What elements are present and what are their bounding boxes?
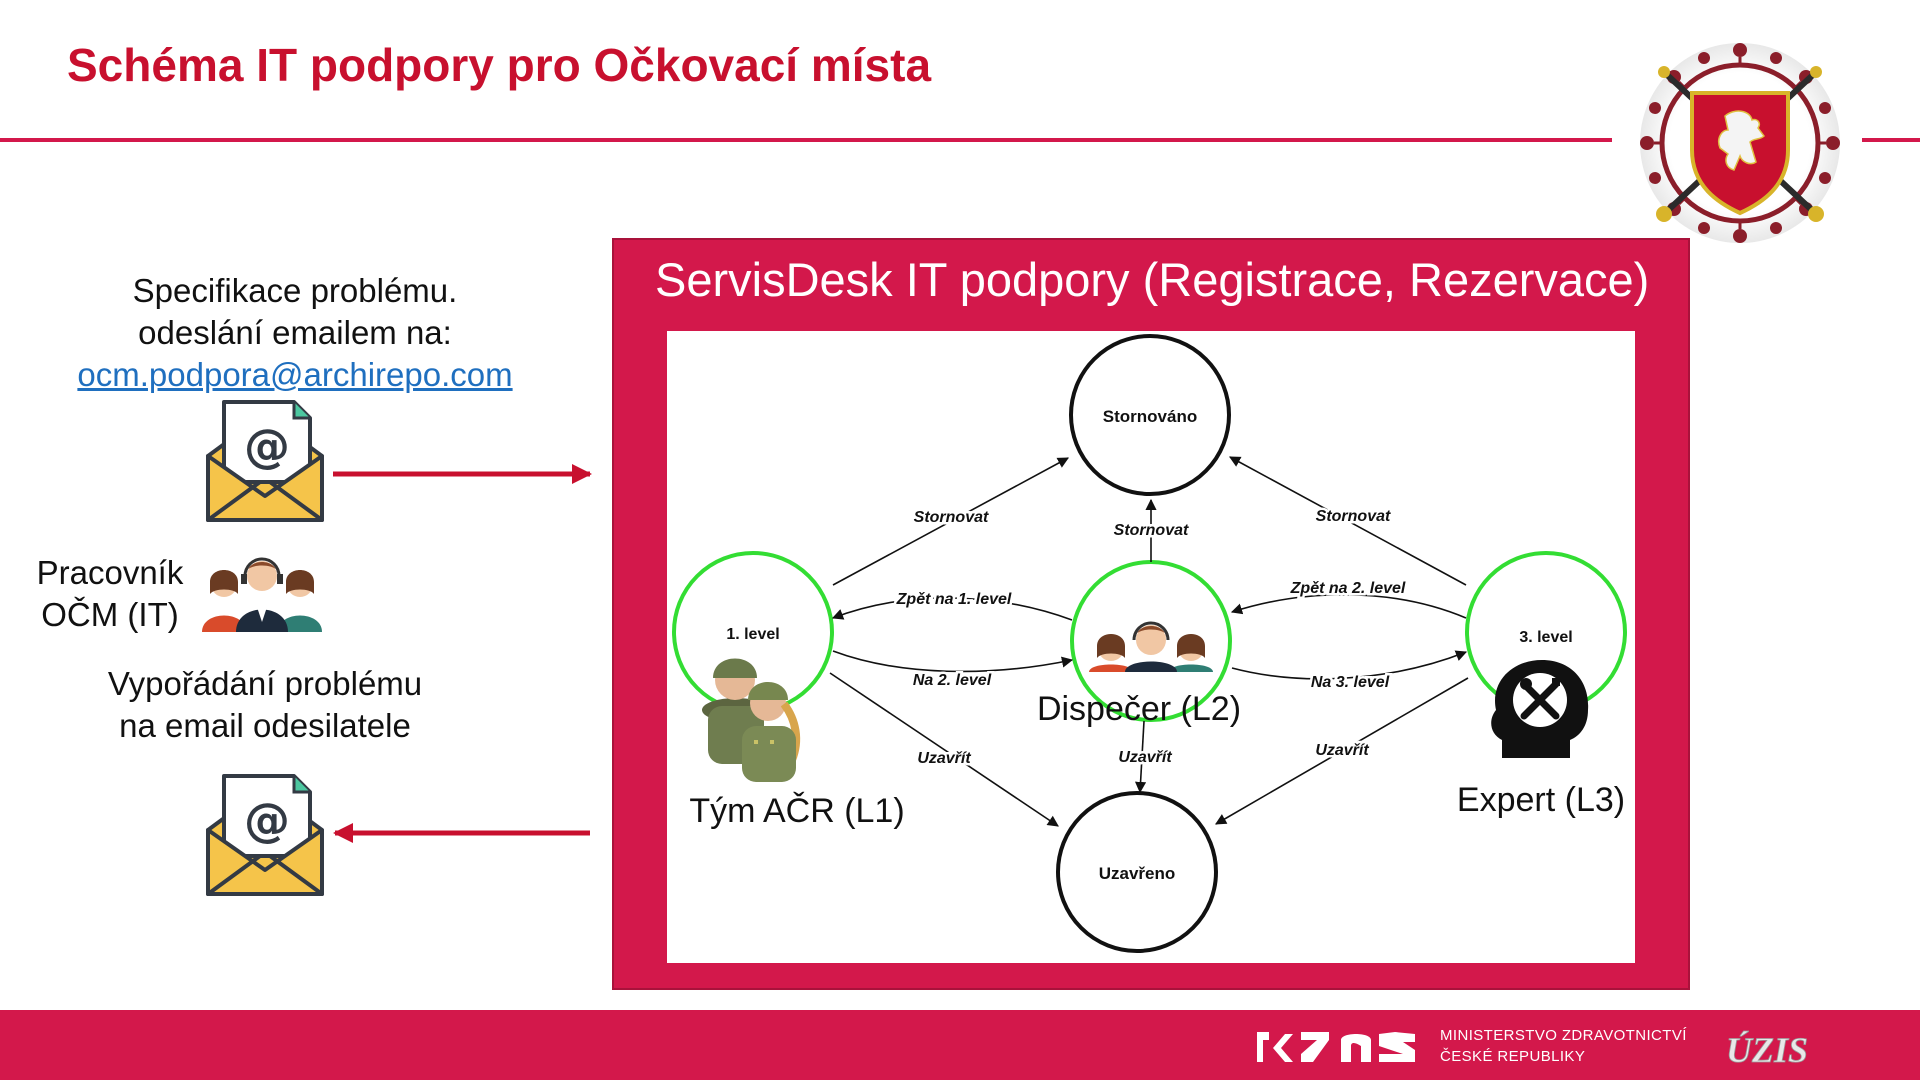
edge-na-3 (1231, 650, 1468, 680)
edge-na-2 (832, 650, 1074, 673)
label-level1: 1. level (726, 626, 779, 643)
edge-label-stornovat-mid: Stornovat (1114, 522, 1189, 539)
edge-zpet-na-1 (831, 597, 1073, 621)
resolve-line-1: Vypořádání problému (107, 665, 423, 702)
support-email-link[interactable]: ocm.podpora@archirepo.com (77, 356, 513, 393)
spec-line-2: odeslání emailem na: (138, 314, 452, 351)
edge-label-stornovat-left: Stornovat (914, 509, 989, 526)
edge-label-uzavrit-right: Uzavřít (1315, 742, 1369, 759)
edge-label-stornovat-right: Stornovat (1316, 508, 1391, 525)
label-level3: 3. level (1519, 629, 1572, 646)
svg-text:@: @ (244, 419, 290, 473)
edge-l3-stornovat (1229, 456, 1467, 586)
resolve-line-2: na email odesilatele (119, 707, 411, 744)
edge-l1-uzavrit (829, 672, 1059, 827)
expert-head-icon (1491, 660, 1589, 758)
worker-line-1: Pracovník (36, 554, 184, 591)
title-divider-right (1862, 138, 1920, 142)
title-divider (0, 138, 1612, 142)
role-label-l1: Tým AČR (L1) (689, 792, 904, 830)
uzis-logo-text: ÚZIS (1726, 1030, 1808, 1070)
role-label-l3: Expert (L3) (1457, 781, 1625, 819)
uzis-logo: ÚZIS (1726, 1030, 1809, 1071)
state-stornovano (1069, 334, 1231, 496)
edge-l3-uzavrit (1215, 677, 1469, 825)
ministry-name: MINISTERSTVO ZDRAVOTNICTVÍ ČESKÉ REPUBLI… (1440, 1025, 1687, 1067)
edge-label-zpet-na-1: Zpět na 1. level (896, 591, 1012, 608)
edge-label-na-3: Na 3. level (1311, 674, 1390, 691)
spec-line-1: Specifikace problému. (132, 272, 458, 309)
edge-l1-stornovat (832, 457, 1069, 586)
servicedesk-title: ServisDesk IT podpory (Registrace, Rezer… (655, 253, 1650, 306)
army-emblem-logo (1640, 43, 1840, 243)
footer-bar (0, 1010, 1920, 1080)
ministry-line-2: ČESKÉ REPUBLIKY (1440, 1048, 1586, 1065)
edge-l2-uzavrit (1134, 720, 1147, 794)
edge-label-uzavrit-mid: Uzavřít (1118, 749, 1172, 766)
edge-label-na-2: Na 2. level (913, 672, 992, 689)
problem-specification-text: Specifikace problému. odeslání emailem n… (40, 270, 550, 396)
it-worker-label: Pracovník OČM (IT) (20, 552, 200, 636)
svg-text:@: @ (244, 793, 290, 847)
email-reply-icon: @ (206, 774, 324, 896)
ministry-logo (1257, 1032, 1415, 1062)
worker-line-2: OČM (IT) (41, 596, 179, 633)
role-label-l2: Dispečer (L2) (1037, 690, 1241, 728)
problem-resolution-text: Vypořádání problému na email odesilatele (60, 663, 470, 747)
page-title: Schéma IT podpory pro Očkovací místa (67, 39, 932, 91)
label-uzavreno: Uzavřeno (1099, 864, 1176, 883)
label-stornovano: Stornováno (1103, 407, 1197, 426)
email-send-icon: @ (206, 400, 324, 522)
edge-label-uzavrit-left: Uzavřít (917, 750, 971, 767)
dispatcher-icon (1089, 621, 1213, 672)
edge-label-zpet-na-2: Zpět na 2. level (1290, 580, 1406, 597)
edge-zpet-na-2 (1230, 593, 1467, 619)
ministry-line-1: MINISTERSTVO ZDRAVOTNICTVÍ (1440, 1027, 1687, 1044)
support-agents-icon (202, 557, 322, 632)
soldiers-icon (702, 658, 801, 782)
